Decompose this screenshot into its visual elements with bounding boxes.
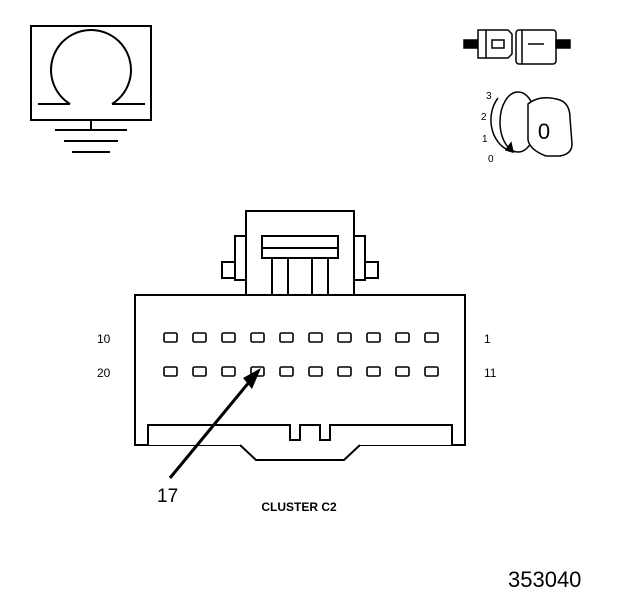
connector-plug-icon [463, 29, 571, 65]
connector-latch [221, 210, 379, 296]
connector-bottom-key [239, 444, 361, 461]
pin-cavity-bottom-row [308, 366, 323, 377]
callout-arrow-head [243, 368, 261, 389]
connector-housing [134, 294, 466, 446]
ignition-position-3: 3 [486, 91, 492, 102]
pin-cavity-bottom-row [163, 366, 178, 377]
latch-center-post [287, 257, 313, 296]
pin-cavity-bottom-row [279, 366, 294, 377]
pin-cavity-top-row [221, 332, 236, 343]
latch-side-left [234, 235, 247, 281]
latch-ear-right [364, 261, 379, 279]
latch-ear-left [221, 261, 236, 279]
pin-label-1: 1 [484, 332, 491, 346]
pin-cavity-top-row [192, 332, 207, 343]
pin-cavity-bottom-row [337, 366, 352, 377]
pin-cavity-top-row [308, 332, 323, 343]
ignition-position-0: 0 [488, 154, 494, 165]
pin-cavity-top-row [424, 332, 439, 343]
key-head [527, 97, 573, 157]
pin-cavity-top-row [337, 332, 352, 343]
pin-cavity-top-row [163, 332, 178, 343]
pin-label-20: 20 [97, 366, 111, 380]
pin-grid [163, 332, 439, 377]
plug-wire-right [555, 39, 571, 49]
pin-cavity-bottom-row [192, 366, 207, 377]
plug-wire-left [463, 39, 479, 49]
ground-symbol-frame [30, 25, 152, 121]
pin-cavity-top-row [250, 332, 265, 343]
pin-label-11: 11 [484, 366, 497, 380]
pin-cavity-top-row [279, 332, 294, 343]
pin-cavity-bottom-row [395, 366, 410, 377]
pin-cavity-top-row [395, 332, 410, 343]
ground-arc [50, 28, 132, 105]
plug-male-latch [491, 39, 505, 49]
pin-label-10: 10 [97, 332, 111, 346]
ignition-position-2: 2 [481, 112, 487, 123]
ignition-position-1: 1 [482, 134, 488, 145]
callout-label: 17 [157, 486, 178, 507]
connector-lower-rail [147, 424, 453, 445]
ignition-key-icon [490, 91, 573, 157]
ignition-dial [490, 97, 509, 151]
ground-symbol [30, 25, 152, 153]
callout-arrow-shaft [168, 380, 252, 479]
connector-body [134, 294, 466, 461]
pin-cavity-bottom-row [366, 366, 381, 377]
connector-name: CLUSTER C2 [261, 500, 337, 514]
callout-arrow [168, 368, 261, 479]
figure-id: 353040 [508, 567, 581, 592]
pin-cavity-bottom-row [424, 366, 439, 377]
ignition-pointer [504, 141, 515, 154]
latch-side-right [353, 235, 366, 281]
pin-cavity-top-row [366, 332, 381, 343]
key-label: 0 [538, 119, 550, 144]
pin-cavity-bottom-row [221, 366, 236, 377]
